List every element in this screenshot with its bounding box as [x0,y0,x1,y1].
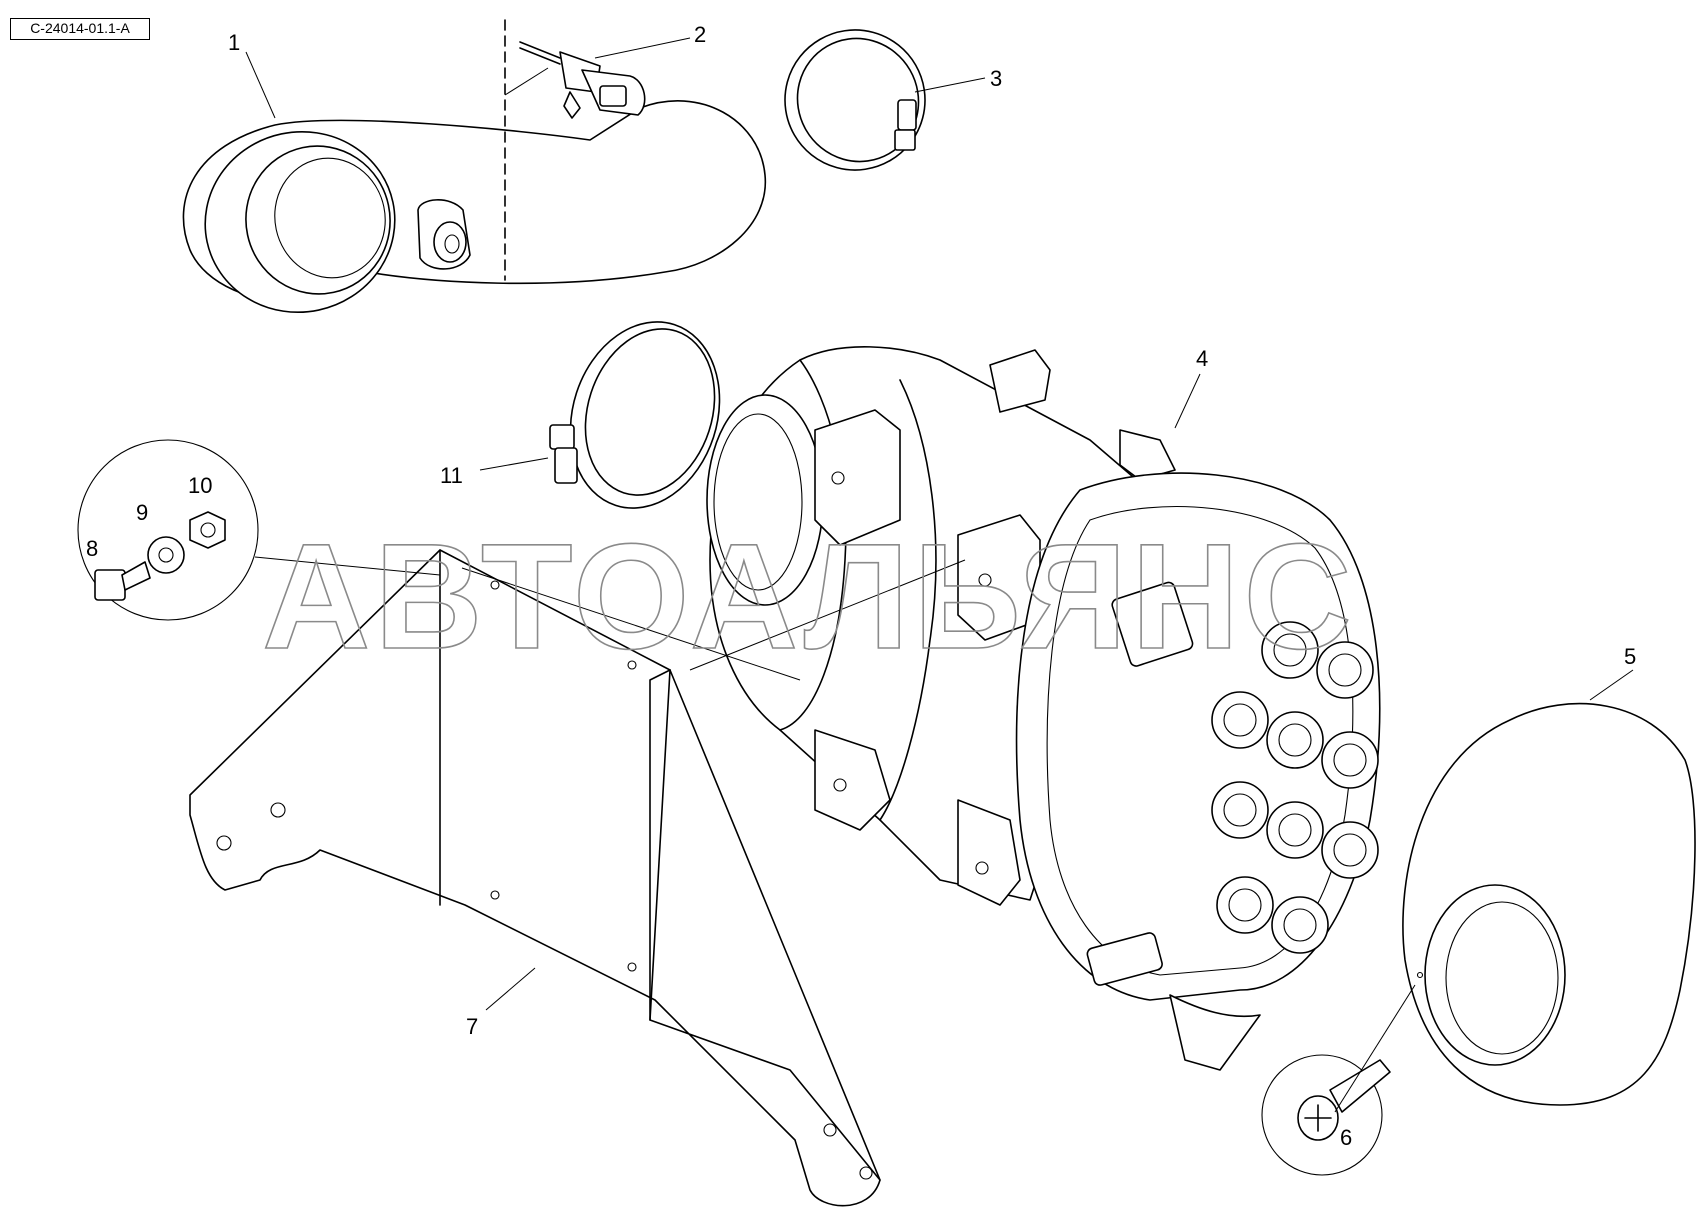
callout-4: 4 [1196,346,1208,371]
temperature-sensor [504,41,646,119]
hose-clamp-upper [784,29,926,171]
callout-labels: 1 2 3 4 5 6 7 8 9 10 11 [86,22,1636,1150]
callout-11: 11 [440,463,463,488]
filter-outlet-holes [1211,621,1379,954]
callout-3: 3 [990,66,1002,91]
intake-hose [182,19,767,314]
callout-2: 2 [694,22,706,47]
callout-6: 6 [1340,1125,1352,1150]
leader-lines [245,37,1634,1113]
callout-7: 7 [466,1014,478,1039]
screw-detail [1261,1054,1391,1176]
hose-clamp-lower [549,321,721,509]
air-filter [706,346,1381,1071]
document-code: C-24014-01.1-A [10,18,150,40]
callout-1: 1 [228,30,240,55]
callout-9: 9 [136,500,148,525]
watermark-text: АВТОАЛЬЯНС [262,512,1356,680]
callout-5: 5 [1624,644,1636,669]
mounting-bracket [189,549,966,1207]
air-intake-cap [1402,702,1696,1106]
callout-8: 8 [86,536,98,561]
fastener-detail [77,439,441,621]
callout-10: 10 [188,473,212,498]
